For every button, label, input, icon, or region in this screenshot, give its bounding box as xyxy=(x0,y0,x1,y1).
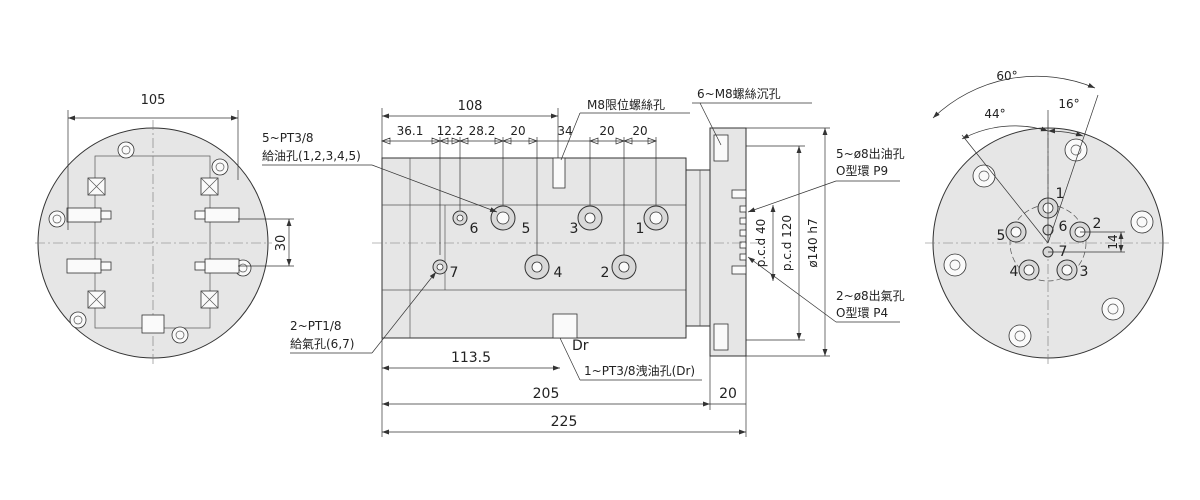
drain-label: 1~PT3/8洩油孔(Dr) xyxy=(584,364,695,378)
pt38-qty-label: 5~PT3/8 xyxy=(262,131,314,145)
pt18-desc-label: 給氣孔(6,7) xyxy=(290,337,354,351)
pt18-qty-label: 2~PT1/8 xyxy=(290,319,342,333)
oil-outlet-label-b: O型環 P9 xyxy=(836,164,888,178)
air-outlet-label-a: 2~ø8出氣孔 xyxy=(836,289,905,303)
dim-225-label: 225 xyxy=(551,414,578,430)
right-port-4-label: 4 xyxy=(1010,264,1019,280)
right-port-3-label: 3 xyxy=(1080,264,1089,280)
dim-34-label: 34 xyxy=(557,124,572,138)
drain-hole xyxy=(552,313,578,339)
dim-28-2-label: 28.2 xyxy=(469,124,496,138)
dim-20-b-label: 20 xyxy=(599,124,614,138)
flange-passages xyxy=(731,189,747,275)
dim-20-d-label: 20 xyxy=(719,386,737,402)
dim-105-label: 105 xyxy=(141,93,166,108)
dim-205-label: 205 xyxy=(533,386,560,402)
right-port-6-label: 6 xyxy=(1059,219,1068,235)
m8-limit-label: M8限位螺絲孔 xyxy=(587,97,665,112)
pcd120-label: p.c.d 120 xyxy=(780,215,794,271)
port-4-label: 4 xyxy=(554,265,563,281)
angle-16-label: 16° xyxy=(1058,97,1079,111)
angle-44-label: 44° xyxy=(984,107,1005,121)
dim-12-2-label: 12.2 xyxy=(437,124,464,138)
left-bolt-heads xyxy=(87,177,219,309)
angle-60-label: 60° xyxy=(996,69,1017,83)
dim-113-5-label: 113.5 xyxy=(451,350,491,366)
left-end-view: 105 30 xyxy=(35,93,294,366)
main-body xyxy=(381,157,687,339)
m8-limit-hole xyxy=(552,157,566,189)
dim-36-1-label: 36.1 xyxy=(397,124,424,138)
dim-108-label: 108 xyxy=(458,99,483,114)
dim-20-c-label: 20 xyxy=(632,124,647,138)
pcd-circle xyxy=(1009,204,1087,282)
pt38-desc-label: 給油孔(1,2,3,4,5) xyxy=(262,149,361,163)
port-1-label: 1 xyxy=(636,221,645,237)
right-port-1-label: 1 xyxy=(1056,186,1065,202)
pcd40-label: p.c.d 40 xyxy=(754,219,768,268)
shaft-collar xyxy=(685,169,711,327)
side-view: 6 5 3 1 7 4 2 108 36.1 12.2 28.2 20 34 2… xyxy=(262,86,905,437)
right-port-5-label: 5 xyxy=(997,228,1006,244)
dim-20-a-label: 20 xyxy=(510,124,525,138)
port-3-label: 3 xyxy=(570,221,579,237)
dim-14-label: 14 xyxy=(1106,234,1120,249)
dim-30-label: 30 xyxy=(274,235,289,252)
side-ports xyxy=(432,205,669,280)
oil-outlet-label-a: 5~ø8出油孔 xyxy=(836,147,905,161)
left-fittings xyxy=(66,207,240,334)
m8-counterbore-label: 6~M8螺絲沉孔 xyxy=(697,86,781,101)
air-outlet-label-b: O型環 P4 xyxy=(836,306,888,320)
port-7-label: 7 xyxy=(450,265,459,281)
port-2-label: 2 xyxy=(601,265,610,281)
dia140-label: ø140 h7 xyxy=(806,218,820,267)
port-5-label: 5 xyxy=(522,221,531,237)
right-rim-holes xyxy=(943,138,1154,348)
dr-label: Dr xyxy=(572,338,589,354)
right-port-2-label: 2 xyxy=(1093,216,1102,232)
port-6-label: 6 xyxy=(470,221,479,237)
right-end-view: 1 2 3 4 5 6 7 60° 44° 16° 14 xyxy=(925,69,1172,366)
